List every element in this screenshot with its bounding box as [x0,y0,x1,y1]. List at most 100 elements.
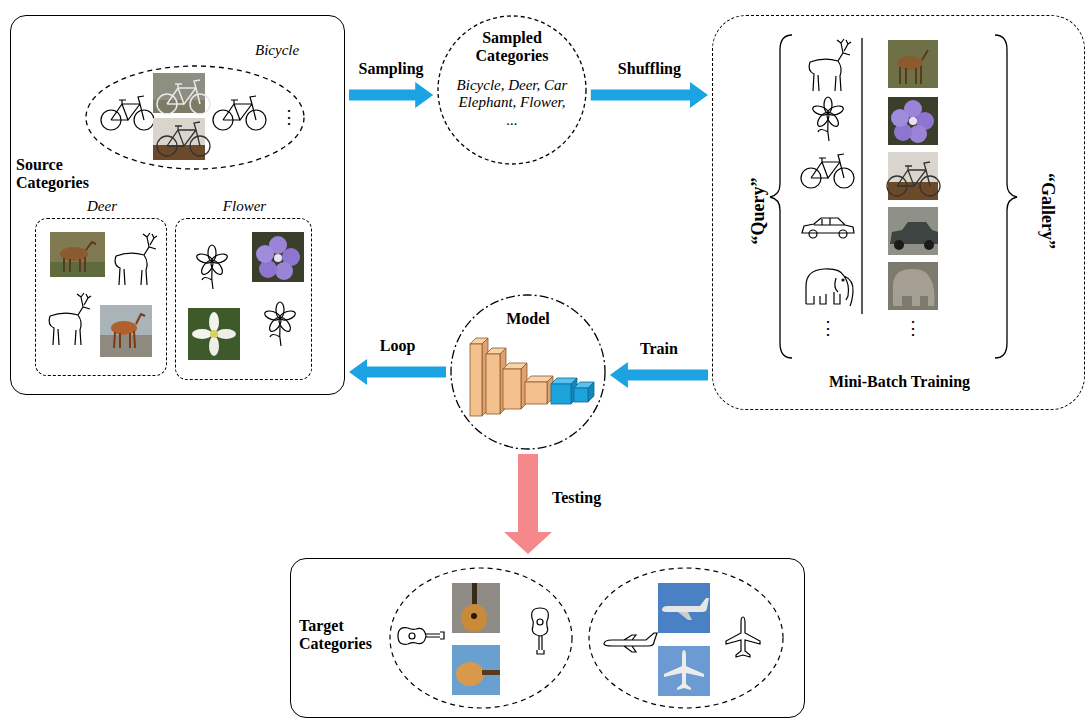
cnn-icon [574,388,588,402]
target-ellipse [390,568,783,708]
flower-sketch [196,245,229,289]
edge-label: Loop [380,337,416,355]
circle-title: Sampled Categories [457,29,567,66]
gallery-photo [887,162,940,196]
gallery-photo [893,269,935,306]
minibatch-panel: “Query”“Gallery”Mini-Batch Training [712,15,1085,410]
guitar-photo [482,670,500,675]
guitar-photo [452,645,500,695]
edge-label: Shuffling [618,60,681,78]
cnn-icon [470,338,553,416]
gallery-photo [891,109,909,127]
ellipsis-mark: ⋮ [819,318,837,339]
cnn-icon [551,378,594,404]
edge-label: Sampling [359,60,424,78]
category-panel: Source CategoriesBicycleDeerFlower [10,15,345,395]
gallery-photo [888,207,938,255]
plane-sketch [604,633,657,652]
gallery-photo [924,240,934,250]
deer-sketch [49,293,91,345]
gallery-photo [888,97,938,145]
query-sketch [809,39,851,91]
category-group-outline [85,65,305,170]
category-group: Bicycle [85,65,305,170]
gallery-photo [894,240,904,250]
guitar-photo [456,662,484,686]
gallery-photo [888,262,938,310]
guitar-sketch [398,628,444,645]
plane-photo [658,583,710,696]
column-label: “Gallery” [1038,173,1059,249]
category-name: Bicycle [255,42,317,59]
deer-photo [50,232,152,357]
bicycle-sketch [213,96,266,130]
flower-photo [216,329,236,339]
category-group: Flower [175,218,312,380]
deer-photo [50,262,105,277]
category-list: Bicycle, Deer, Car Elephant, Flower, ... [453,77,571,129]
deer-sketch [49,233,157,345]
sampled-circle: Sampled CategoriesBicycle, Deer, Car Ele… [437,15,587,165]
plane-photo [658,646,710,696]
flower-sketch [264,302,297,346]
guitar-photo [452,583,500,633]
block-arrow [591,82,708,108]
deer-photo [100,335,152,357]
cnn-icon [486,354,500,414]
block-arrow [504,454,552,554]
flower-photo [209,336,219,356]
deer-sketch [115,233,157,285]
plane-photo [662,598,709,612]
deer-photo [64,242,96,272]
bracket [995,35,1017,358]
guitar-photo [452,583,500,695]
flower-photo [274,254,282,262]
query-sketch [802,218,854,238]
cnn-icon [588,382,594,402]
cnn-icon [551,384,571,404]
target-ellipse [589,568,783,708]
flower-photo [256,245,274,263]
bracket [861,38,862,314]
block-arrow [610,362,708,388]
query-sketch [806,269,853,306]
deer-photo [100,305,152,357]
flower-photo [259,260,277,278]
bicycle-photo [157,80,210,114]
ellipsis-mark: ⋮ [280,107,298,128]
panel-title: Target Categories [299,617,389,654]
sampled-circle-outline [438,16,586,164]
ellipsis-mark: ⋮ [904,318,922,339]
flower-photo [275,262,293,280]
model-circle-outline [451,295,605,449]
model-circle: Model [450,294,606,450]
block-arrow [349,359,446,385]
deer-photo [114,314,145,348]
panel-title: Source Categories [16,156,100,193]
block-arrow [349,82,433,108]
cnn-icon [470,344,482,416]
guitar-sketch [532,608,549,654]
guitar-photo [472,583,477,605]
cnn-icon [503,369,521,409]
bracket [770,35,792,358]
bicycle-photo [153,145,205,160]
flower-photo [188,308,240,360]
column-label: “Query” [748,178,769,245]
gallery-photo [888,40,938,88]
target-ellipse [390,568,572,708]
flower-photo [188,232,304,360]
flower-photo [209,312,219,332]
gallery-photo [900,50,928,84]
bracket [770,35,1017,358]
plane-photo [678,612,692,620]
guitar-photo [461,604,487,632]
bicycle-sketch [101,96,154,130]
category-panel: Target Categories [290,558,805,718]
flower-photo [192,329,212,339]
plane-sketch [726,617,760,657]
bicycle-photo [153,73,210,160]
flower-photo [210,330,218,338]
plane-photo [664,650,704,690]
